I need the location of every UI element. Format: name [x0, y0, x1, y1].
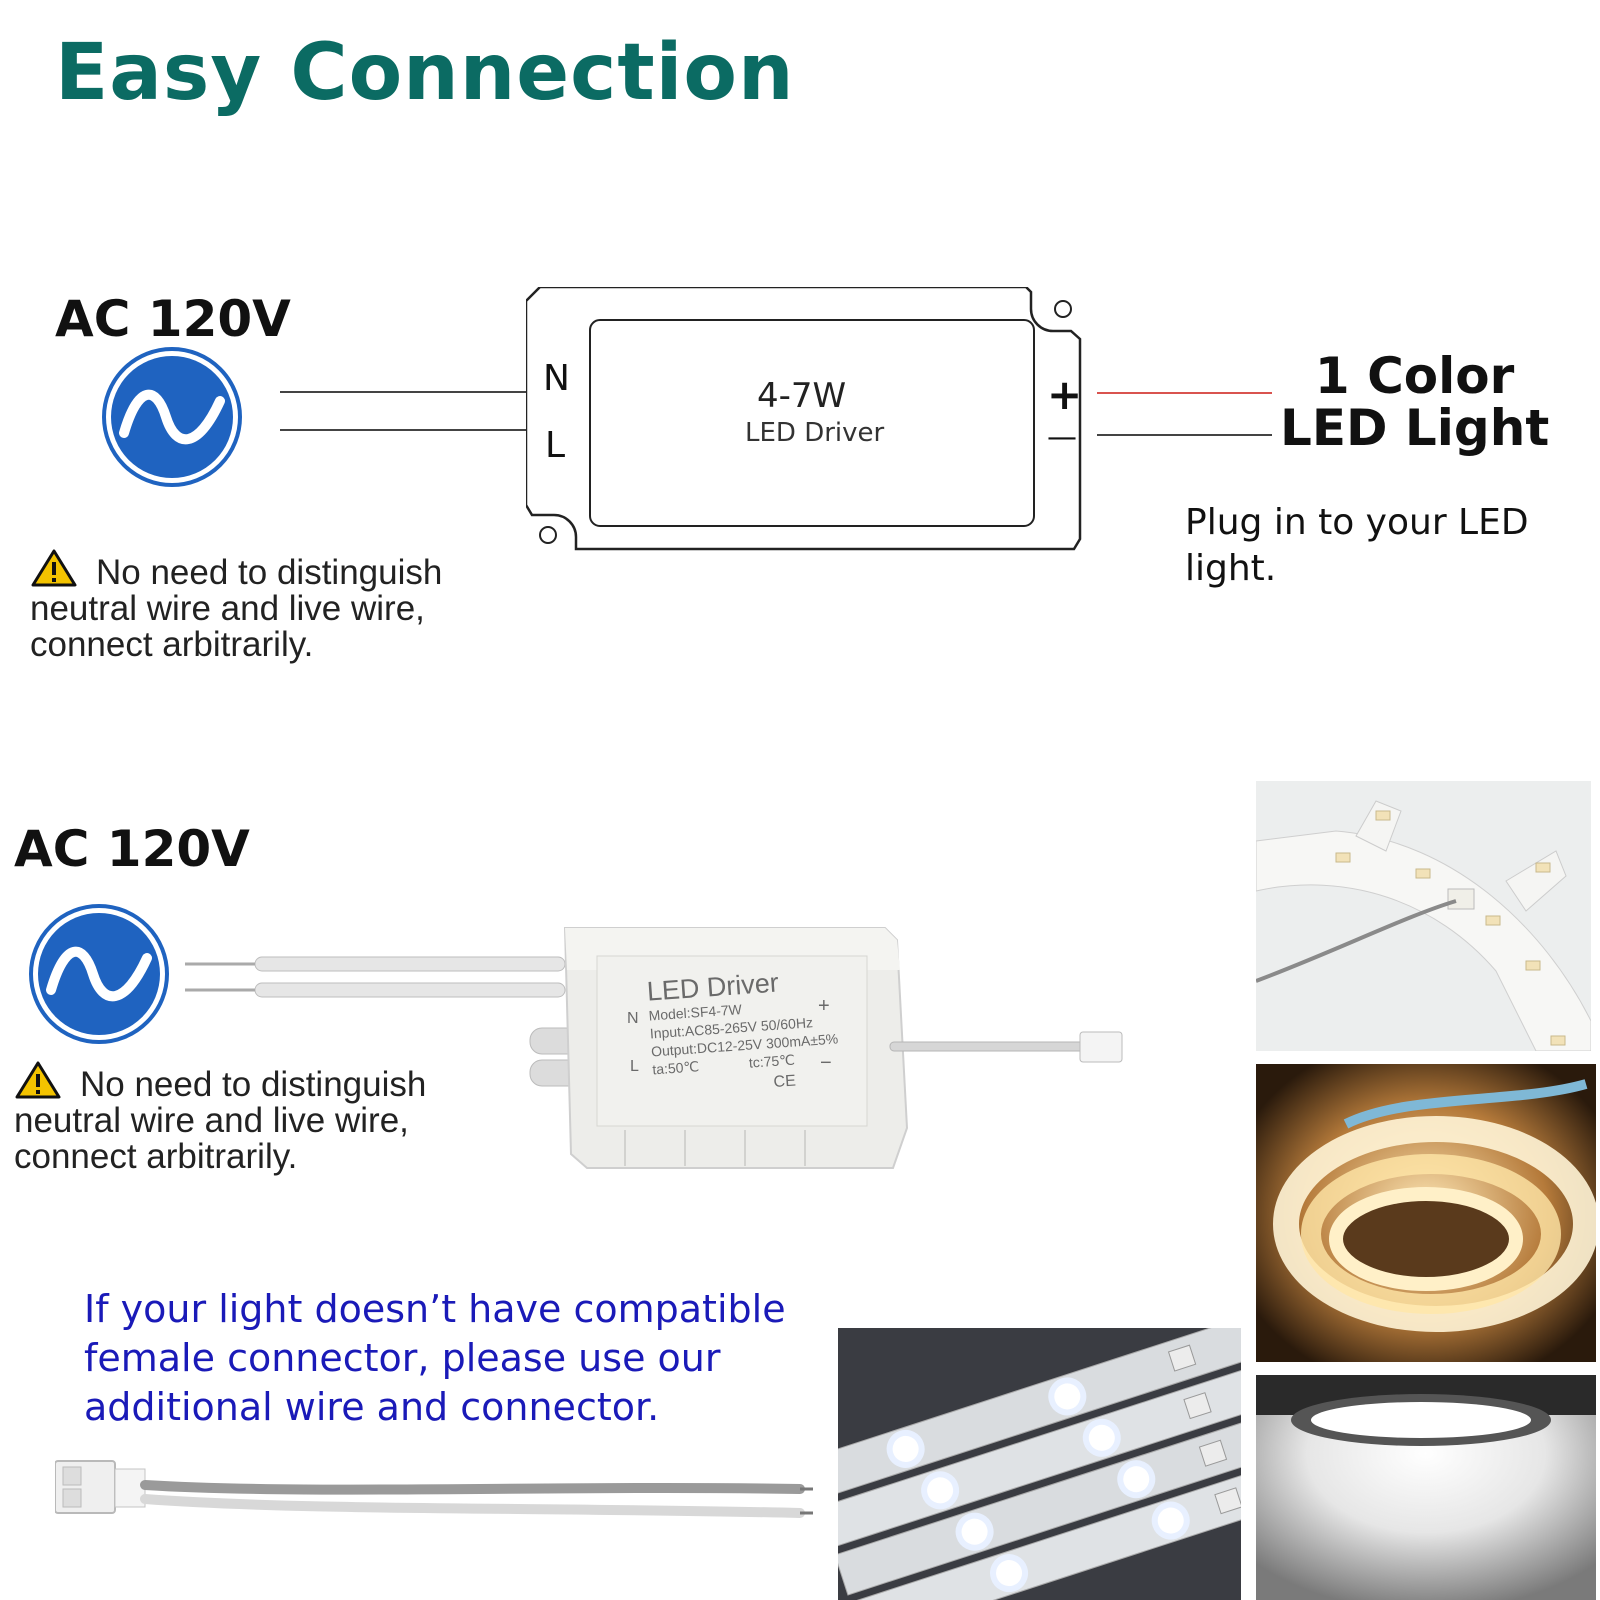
output-label-line2: LED Light	[1280, 399, 1550, 457]
terminal-live: L	[545, 425, 566, 466]
page-title: Easy Connection	[55, 28, 795, 118]
driver-wattage: 4-7W	[757, 376, 847, 416]
terminal-positive: +	[1047, 370, 1083, 419]
warning-line2: neutral wire and live wire,	[14, 1101, 409, 1140]
sticker-tc: tc:75℃	[748, 1051, 796, 1071]
led-downlight-photo	[1256, 1375, 1596, 1600]
warning-line3: connect arbitrarily.	[14, 1137, 298, 1176]
input-wires	[280, 391, 530, 431]
warning-note-bottom: No need to distinguish neutral wire and …	[14, 1060, 426, 1175]
warning-line3: connect arbitrarily.	[30, 625, 314, 664]
led-light-bar-photo	[838, 1328, 1241, 1600]
output-label: 1 Color LED Light	[1280, 350, 1549, 454]
warning-note-top: No need to distinguish neutral wire and …	[30, 548, 442, 663]
sticker-minus: −	[820, 1052, 832, 1074]
output-label-line1: 1 Color	[1314, 347, 1515, 405]
sticker-l: L	[630, 1058, 639, 1075]
warning-line1: No need to distinguish	[96, 553, 443, 592]
led-ring-module-photo	[1256, 781, 1591, 1051]
warning-triangle-icon	[15, 1061, 61, 1099]
led-strip-photo	[1256, 1064, 1596, 1362]
ac-sine-wave-icon	[29, 904, 169, 1044]
product-input-label: AC 120V	[14, 820, 250, 878]
terminal-negative: —	[1047, 420, 1077, 455]
extension-wire-connector	[55, 1460, 813, 1518]
led-driver-product-photo	[185, 927, 1123, 1169]
ac-sine-wave-icon	[102, 347, 242, 487]
warning-line2: neutral wire and live wire,	[30, 589, 425, 628]
warning-triangle-icon	[31, 549, 77, 587]
driver-diagram	[526, 287, 1082, 551]
sticker-n: N	[627, 1010, 639, 1027]
output-wires	[1097, 392, 1272, 436]
terminal-neutral: N	[543, 358, 570, 399]
driver-sticker: LED Driver Model:SF4-7W Input:AC85-265V …	[646, 964, 842, 1101]
warning-line1: No need to distinguish	[80, 1065, 427, 1104]
driver-name: LED Driver	[745, 418, 885, 448]
sticker-ta: ta:50℃	[651, 1058, 700, 1078]
sticker-plus: +	[818, 995, 830, 1017]
diagram-input-label: AC 120V	[55, 290, 291, 348]
plug-note: Plug in to your LED light.	[1185, 502, 1529, 589]
connector-note: If your light doesn’t have compatible fe…	[84, 1287, 786, 1429]
